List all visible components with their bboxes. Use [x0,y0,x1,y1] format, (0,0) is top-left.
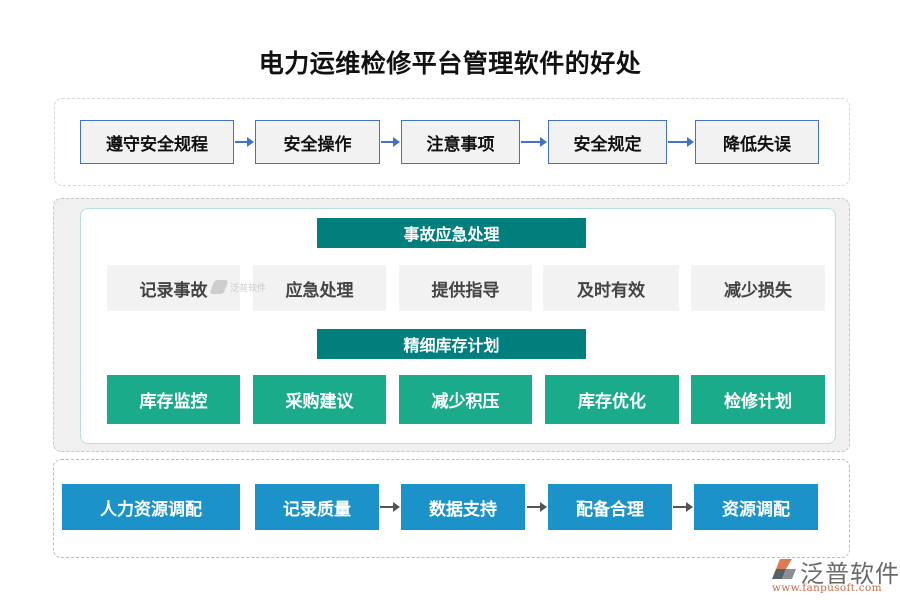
step-safety-regulations: 安全规定 [548,120,667,164]
item-record-quality: 记录质量 [255,484,379,530]
item-inventory-monitoring: 库存监控 [107,375,240,424]
item-purchase-advice: 采购建议 [253,375,386,424]
arrow-right-icon [668,137,694,147]
watermark-inline: 泛普软件 [209,280,266,294]
item-reduce-backlog: 减少积压 [399,375,532,424]
item-emergency-handling: 应急处理 [253,265,386,311]
fanpu-logo-icon [209,280,229,294]
item-reasonable-allocation: 配备合理 [548,484,672,530]
item-timely-effective: 及时有效 [543,265,679,311]
step-safe-operation: 安全操作 [255,120,380,164]
item-hr-allocation: 人力资源调配 [62,484,240,530]
step-follow-safety-rules: 遵守安全规程 [80,120,234,164]
arrow-right-icon [381,137,400,147]
item-record-accident: 记录事故 [107,265,240,311]
step-precautions: 注意事项 [401,120,520,164]
header-inventory-plan: 精细库存计划 [317,329,586,359]
item-resource-allocation: 资源调配 [694,484,818,530]
arrow-right-icon [673,502,693,512]
brand-watermark: 泛普软件 www.fanpusoft.com [772,559,900,594]
header-accident-emergency: 事故应急处理 [317,218,586,248]
arrow-right-icon [235,137,254,147]
arrow-right-icon [380,502,400,512]
arrow-right-icon [527,502,547,512]
fanpu-logo-icon [772,559,796,579]
item-data-support: 数据支持 [401,484,525,530]
item-reduce-loss: 减少损失 [691,265,825,311]
item-inventory-optimization: 库存优化 [545,375,679,424]
item-maintenance-plan: 检修计划 [691,375,825,424]
item-provide-guidance: 提供指导 [399,265,532,311]
arrow-right-icon [521,137,547,147]
page-title: 电力运维检修平台管理软件的好处 [258,49,642,78]
step-reduce-errors: 降低失误 [695,120,819,164]
